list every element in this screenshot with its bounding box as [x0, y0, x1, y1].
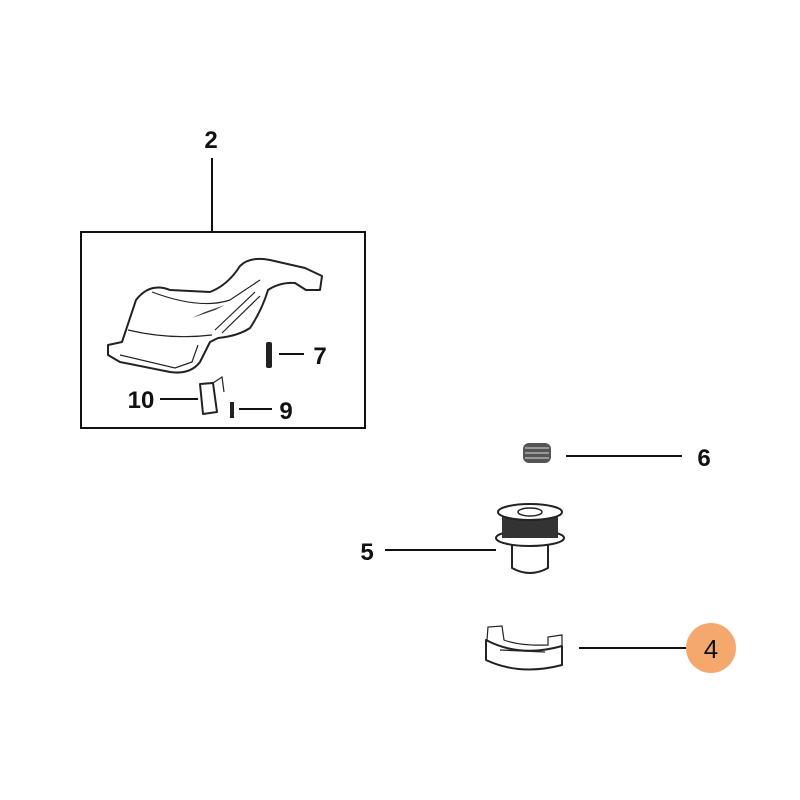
assembly-box — [80, 231, 366, 429]
callout-7[interactable]: 7 — [266, 342, 327, 370]
callout-6[interactable]: 6 — [523, 443, 711, 472]
screw-9-image — [230, 402, 234, 418]
callout-label-4: 4 — [704, 634, 718, 664]
callout-5[interactable]: 5 — [360, 503, 565, 574]
spring-6-image — [523, 443, 551, 463]
callout-2[interactable]: 2 — [204, 127, 218, 232]
clip-10-image — [199, 382, 218, 415]
callout-label-2: 2 — [204, 127, 217, 154]
callout-10[interactable]: 10 — [128, 375, 225, 415]
screw-7-image — [266, 342, 272, 368]
highlight-circle — [686, 623, 736, 673]
callout-label-7: 7 — [313, 343, 326, 370]
spool-5-image — [495, 503, 565, 574]
callout-9[interactable]: 9 — [230, 398, 293, 425]
guard-part-image — [107, 257, 323, 374]
callout-4[interactable]: 4 — [485, 623, 736, 673]
spool-cap-4-image — [485, 625, 563, 671]
callout-label-10: 10 — [128, 387, 155, 414]
callout-label-9: 9 — [279, 398, 292, 425]
callout-label-5: 5 — [360, 539, 373, 566]
callout-label-6: 6 — [697, 445, 710, 472]
